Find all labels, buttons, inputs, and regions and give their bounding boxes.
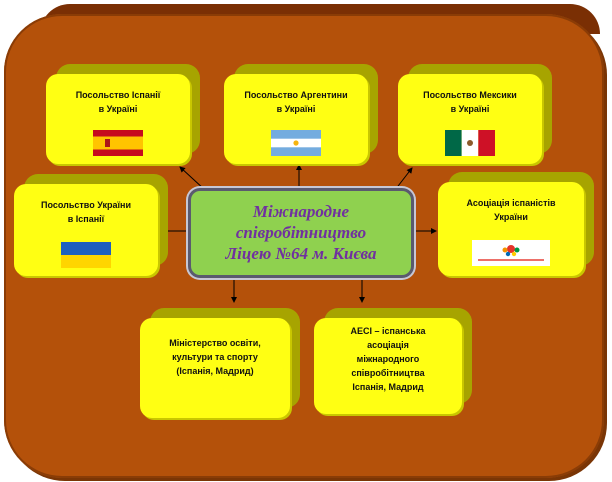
mexico-flag-icon	[445, 130, 495, 156]
card-assoc-line1: Асоціація іспаністів	[466, 198, 556, 208]
ukraine-flag-icon	[61, 242, 111, 268]
card-ministry-line2: культури та спорту	[172, 352, 258, 362]
card-ministry-line3: (Іспанія, Мадрид)	[176, 366, 254, 376]
card-hispanists-association: Асоціація іспаністів України	[438, 172, 594, 276]
card-assoc-line2: України	[494, 212, 528, 222]
argentina-flag-icon	[271, 130, 321, 156]
card-argentina-line2: в Україні	[276, 104, 316, 114]
spain-flag-icon	[93, 130, 143, 156]
center-line2: співробітництво	[235, 223, 367, 242]
card-spain-line2: в Україні	[98, 104, 138, 114]
association-logo-icon	[472, 240, 550, 266]
card-spain-line1: Посольство Іспанії	[75, 90, 161, 100]
card-aeci-line1: AECI – іспанська	[350, 326, 426, 336]
card-argentina-embassy: Посольство Аргентини в Україні	[224, 64, 378, 164]
center-line3: Ліцею №64 м. Києва	[225, 244, 377, 263]
card-mexico-line1: Посольство Мексики	[423, 90, 517, 100]
card-spain-embassy: Посольство Іспанії в Україні	[46, 64, 200, 164]
card-mexico-embassy: Посольство Мексики в Україні	[398, 64, 552, 164]
card-argentina-line1: Посольство Аргентини	[244, 90, 348, 100]
card-ukraine-line2: в Іспанії	[67, 214, 105, 224]
card-mexico-line2: в Україні	[450, 104, 490, 114]
card-aeci-line3: міжнародного	[356, 354, 420, 364]
card-aeci-line4: співробітництва	[351, 368, 425, 378]
card-aeci: AECI – іспанська асоціація міжнародного …	[314, 308, 472, 414]
card-ministry-line1: Міністерство освіти,	[169, 338, 261, 348]
card-ukraine-embassy: Посольство України в Іспанії	[14, 174, 168, 276]
center-line1: Міжнародне	[252, 202, 350, 221]
arrow-to-spain	[179, 166, 206, 191]
center-node: Міжнародне співробітництво Ліцею №64 м. …	[188, 188, 414, 278]
card-ministry: Міністерство освіти, культури та спорту …	[140, 308, 300, 418]
card-ukraine-line1: Посольство України	[41, 200, 131, 210]
arrow-to-mexico	[394, 167, 413, 191]
card-aeci-line5: Іспанія, Мадрид	[352, 382, 424, 392]
card-aeci-line2: асоціація	[367, 340, 409, 350]
